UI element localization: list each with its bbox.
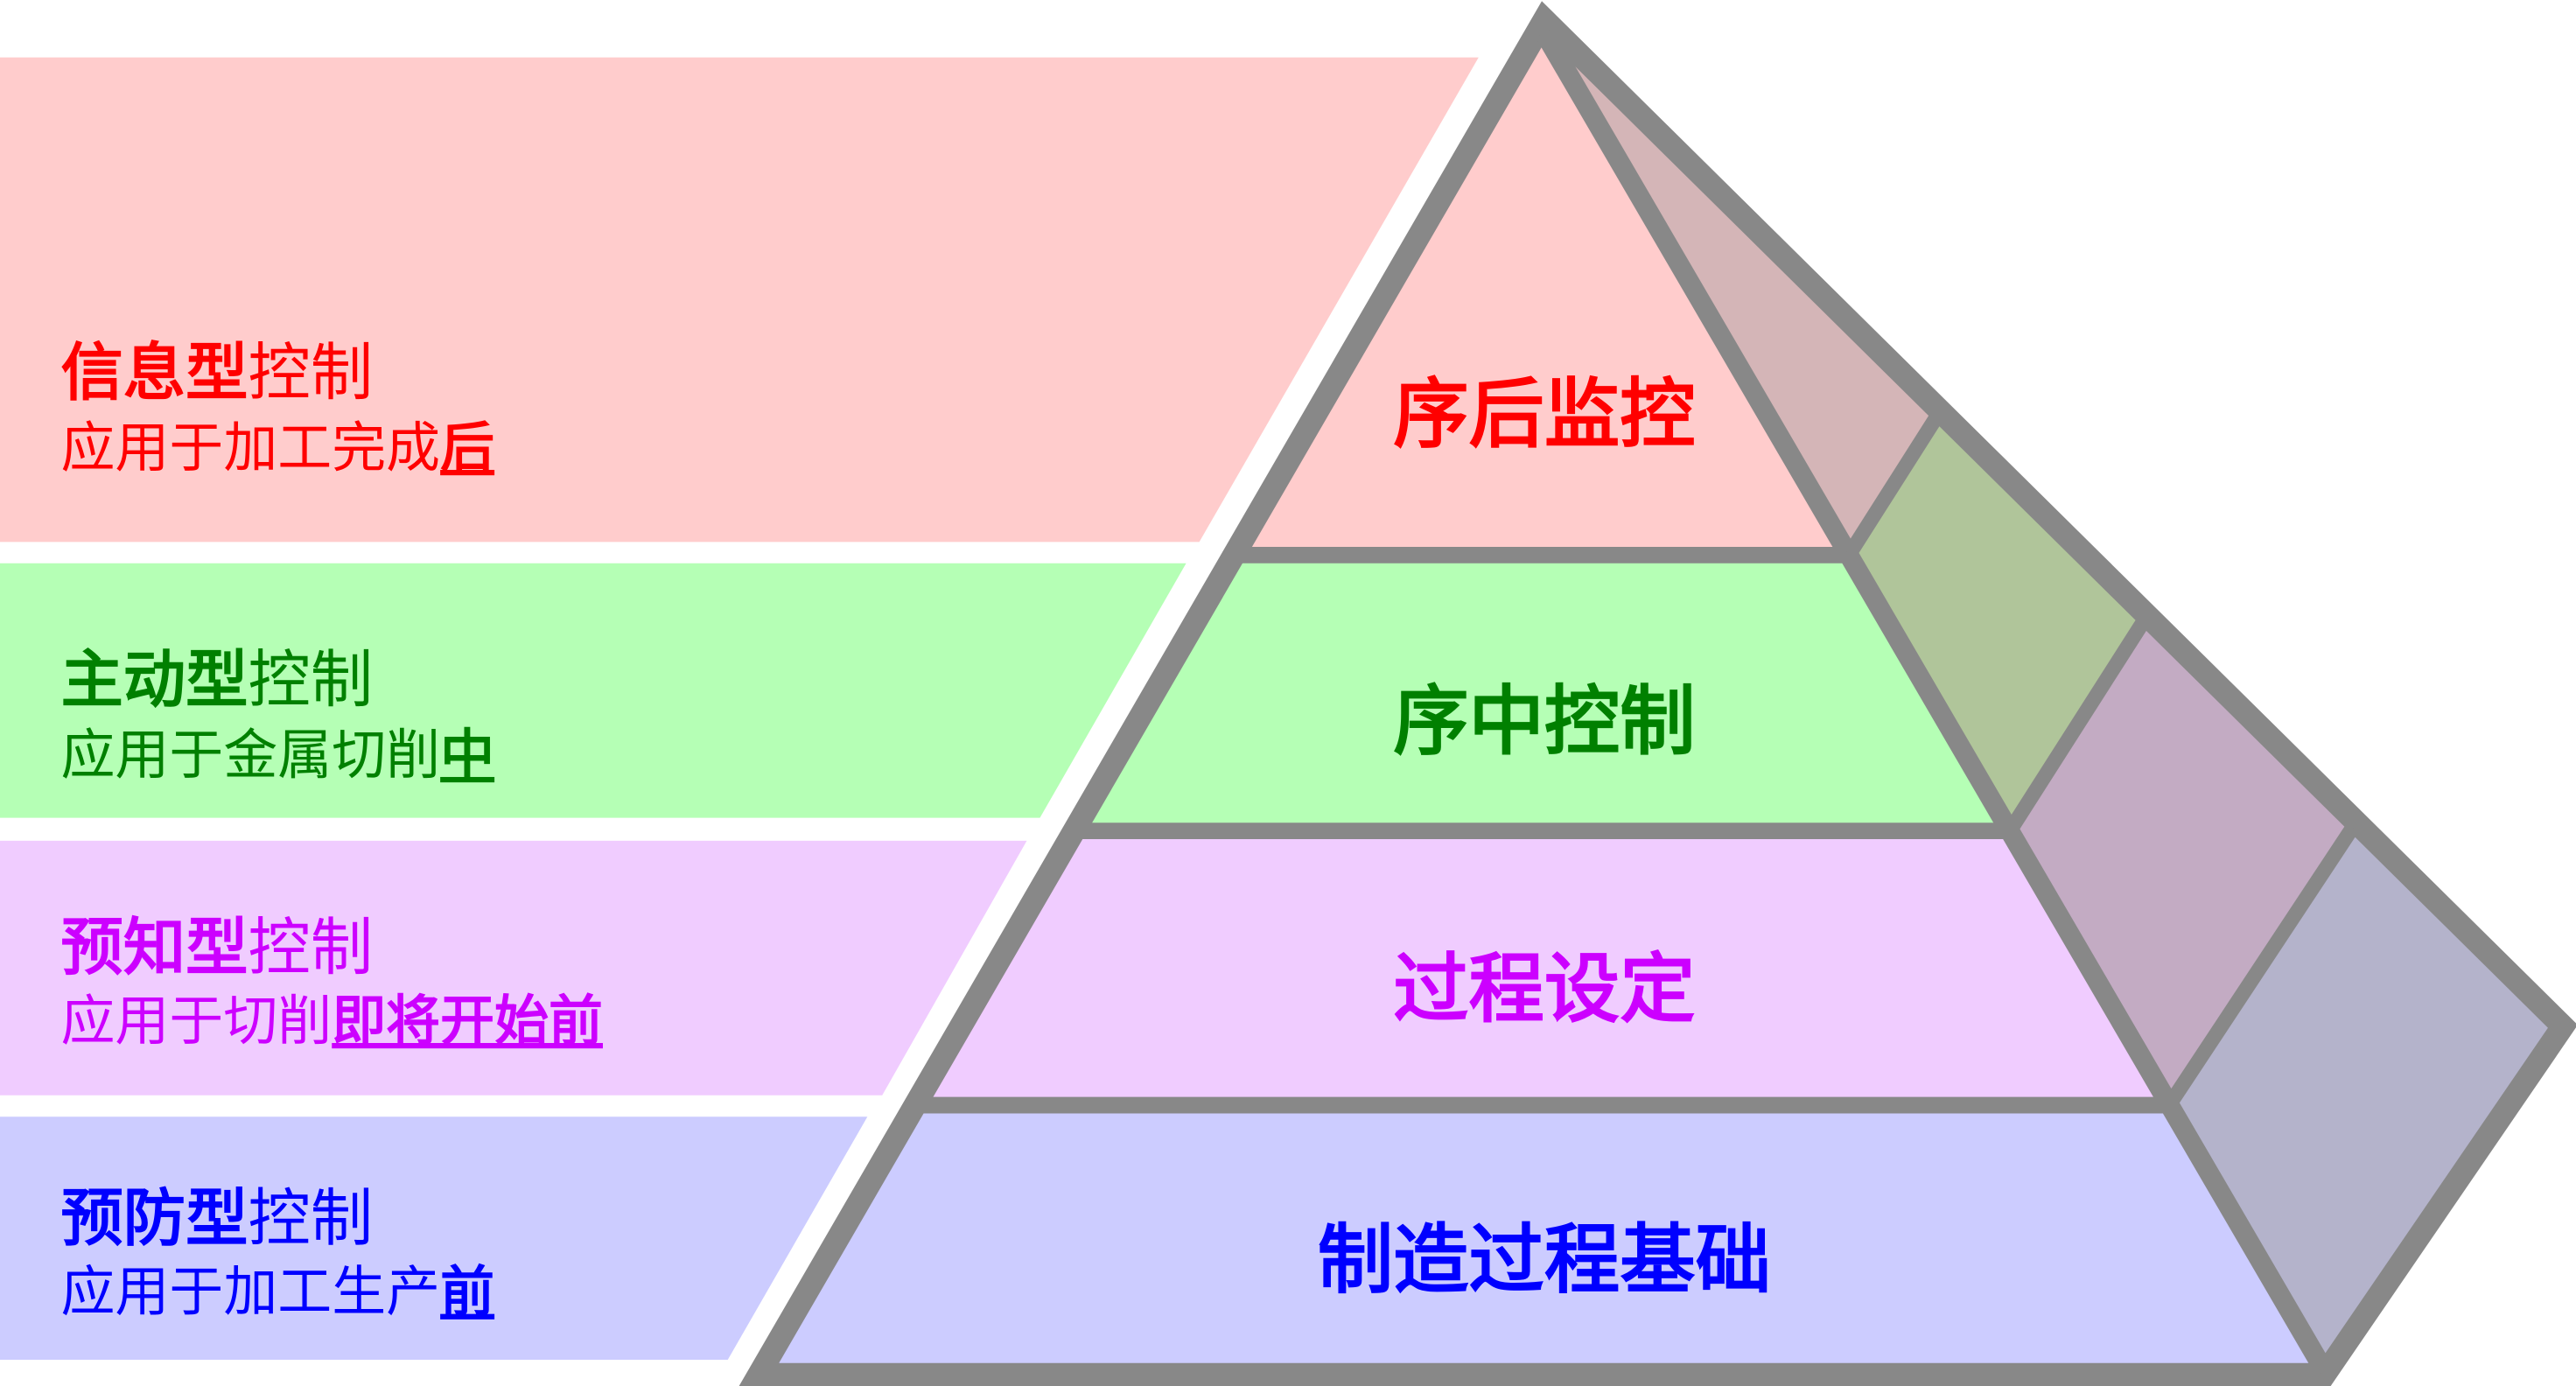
info-control-title: 信息型控制 [60, 336, 373, 409]
layer-process-setting [921, 826, 2167, 1101]
band-predictive-control [0, 840, 1027, 1096]
preventive-control-title: 预防型控制 [60, 1182, 373, 1255]
center-label-process-setting: 过程设定 [1393, 946, 1695, 1033]
side-face-top [1544, 32, 1939, 550]
layer-manufacturing-foundation [764, 1100, 2325, 1372]
band-info-control [0, 57, 1479, 542]
center-label-in-process: 序中控制 [1393, 678, 1695, 766]
predictive-control-subtitle: 应用于切削即将开始前 [60, 990, 603, 1053]
layer-post-process-monitoring [1242, 32, 1847, 550]
band-preventive-control [0, 1116, 868, 1360]
info-control-subtitle: 应用于加工完成后 [60, 416, 494, 480]
preventive-control-subtitle: 应用于加工生产前 [60, 1261, 494, 1324]
layer-in-process-control [1081, 550, 2008, 827]
active-control-title: 主动型控制 [60, 643, 373, 716]
band-active-control [0, 563, 1186, 818]
center-label-post-process: 序后监控 [1393, 371, 1695, 458]
side-face-second [1846, 407, 2145, 827]
center-label-foundation: 制造过程基础 [1318, 1217, 1771, 1305]
predictive-control-title: 预知型控制 [60, 911, 373, 984]
pyramid-outline [738, 1, 2576, 1386]
active-control-subtitle: 应用于金属切削中 [60, 724, 494, 787]
